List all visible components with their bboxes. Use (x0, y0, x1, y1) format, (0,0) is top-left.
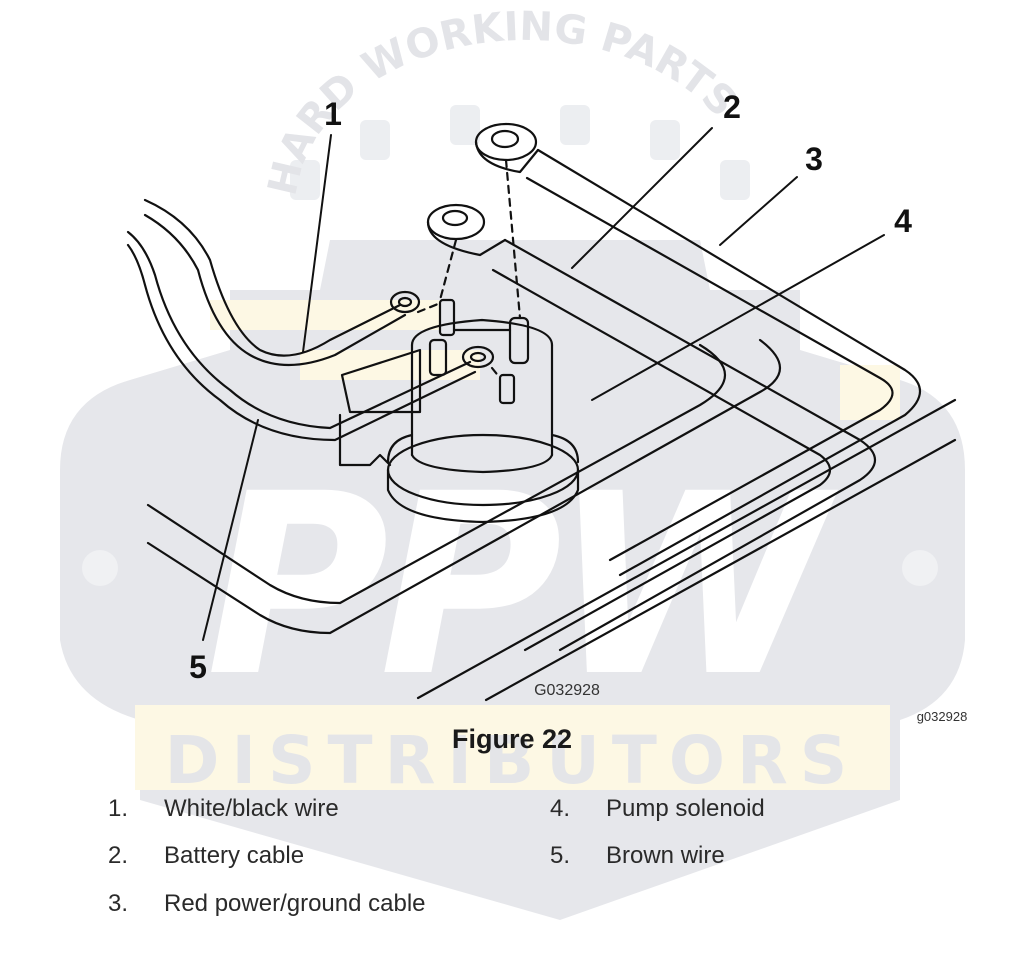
watermark-stripe (300, 350, 480, 380)
alignment-lines (416, 158, 522, 380)
watermark-stripe (840, 365, 900, 420)
callout-5: 5 (189, 649, 207, 685)
callout-3: 3 (805, 141, 823, 177)
brown-wire (126, 230, 495, 442)
figure-caption: Figure 22 (451, 724, 573, 754)
line-drawing (126, 122, 957, 702)
legend-number: 5. (550, 842, 571, 869)
watermark-gear (290, 105, 750, 200)
figure-code-margin: g032928 (917, 709, 968, 724)
callout-4: 4 (894, 203, 912, 239)
legend-label: Brown wire (606, 842, 725, 869)
leader-line-3 (719, 176, 798, 246)
legend-label: Red power/ground cable (164, 890, 426, 917)
leader-line-2 (571, 127, 713, 269)
legend-number: 1. (108, 795, 129, 822)
legend-label: White/black wire (164, 795, 339, 822)
watermark-sub-text: DISTRIBUTORS (165, 722, 860, 799)
legend: 1. White/black wire 2. Battery cable 3. … (0, 790, 1024, 940)
figure-code-inline: G032928 (534, 682, 600, 699)
watermark-logo-text: PPW (206, 440, 838, 731)
callout-2: 2 (723, 89, 741, 125)
white-black-wire (143, 198, 421, 367)
watermark: HARD WORKING PARTS PPW DISTRIBUTORS (60, 4, 965, 920)
base-plate (146, 338, 957, 702)
leader-line-1 (302, 134, 332, 353)
pump-solenoid (338, 298, 580, 524)
leader-line-4 (591, 234, 885, 401)
legend-number: 2. (108, 842, 129, 869)
watermark-dot (82, 550, 118, 586)
watermark-stripe (135, 705, 890, 790)
callout-1: 1 (324, 96, 342, 132)
leader-line-5 (202, 419, 259, 641)
legend-number: 3. (108, 890, 129, 917)
legend-number: 4. (550, 795, 571, 822)
callouts: 1 2 3 4 5 (189, 89, 912, 685)
leader-lines (202, 127, 885, 641)
red-power-cable (474, 122, 921, 577)
watermark-dot (902, 550, 938, 586)
legend-label: Pump solenoid (606, 795, 765, 822)
legend-label: Battery cable (164, 842, 305, 869)
